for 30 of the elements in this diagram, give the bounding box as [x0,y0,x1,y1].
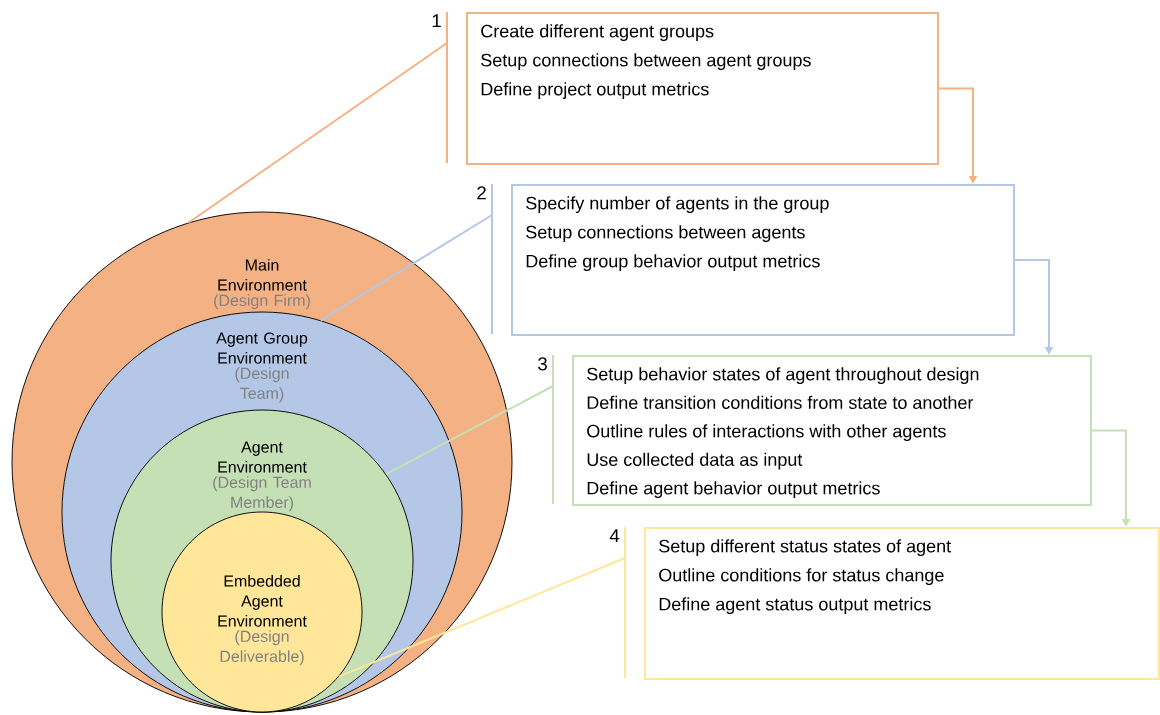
box-text: Outline rules of interactions with other agents [587,424,946,442]
circle-subheading: (Design Firm) [214,294,310,310]
box-text: Setup different status states of agent [659,539,951,557]
circle-heading: Agent Environment [218,441,307,473]
step-number: 3 [538,357,547,371]
circle-heading: Main Environment [218,259,307,291]
box-text: Define project output metrics [481,82,709,100]
step-number: 2 [477,186,486,200]
circle-subheading: (Design Team) [235,367,289,403]
box-text: Create different agent groups [481,24,714,42]
step-number: 1 [432,14,441,28]
box-text: Outline conditions for status change [659,568,944,586]
box-text: Use collected data as input [587,452,803,470]
box-text: Specify number of agents in the group [526,196,829,214]
box-text: Setup behavior states of agent throughout design [587,367,979,385]
box-text: Setup connections between agent groups [481,53,811,71]
leader-line [337,557,626,678]
circle-heading: Agent Group Environment [216,332,308,364]
box-text: Define agent behavior output metrics [587,481,880,499]
circle-heading: Embedded Agent Environment [218,575,307,627]
circle-subheading: (Design Deliverable) [220,630,304,666]
leader-line [385,385,554,476]
box-text: Define transition conditions from state to another [587,395,974,409]
circle-subheading: (Design Team Member) [213,476,311,512]
step-number: 4 [609,529,620,543]
leader-line [319,214,493,322]
leader-line [187,42,448,224]
box-text: Define agent status output metrics [659,597,931,615]
box-text: Setup connections between agents [526,225,805,243]
box-text: Define group behavior output metrics [526,254,820,272]
